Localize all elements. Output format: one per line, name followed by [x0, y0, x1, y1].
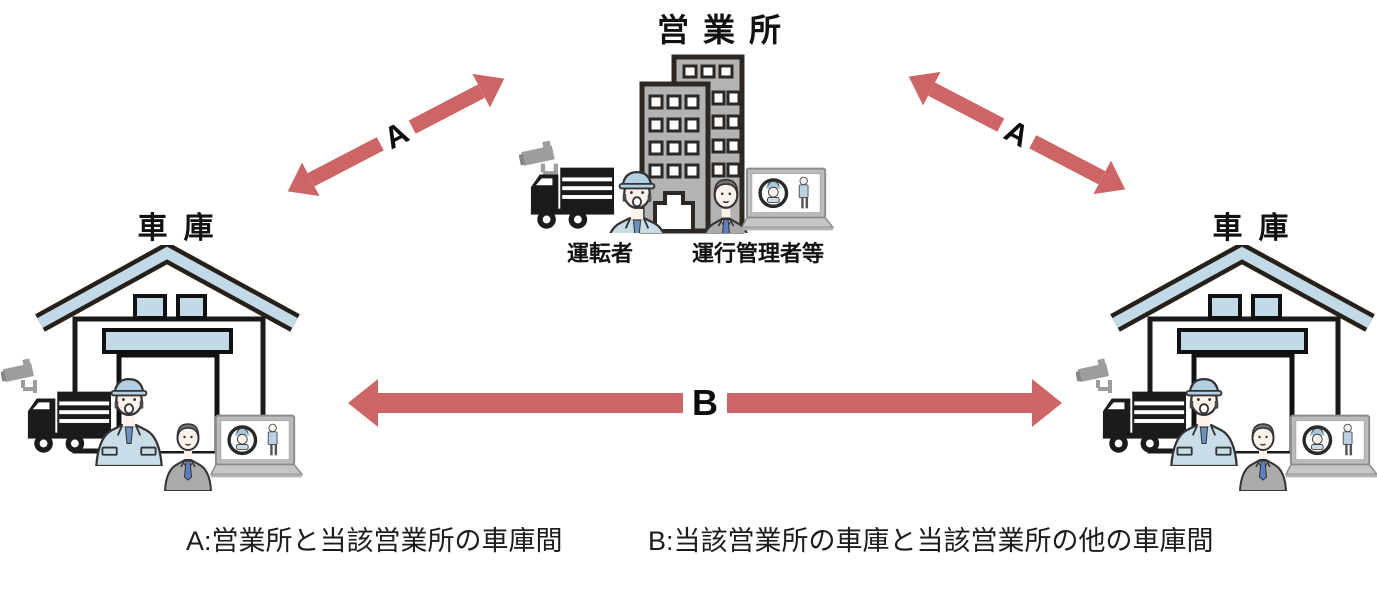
arrowhead-left-icon: [287, 162, 320, 197]
arrow-shaft: [307, 136, 384, 186]
garage-left-group: 車庫: [35, 203, 300, 498]
garage-right-title: 車庫: [1212, 212, 1305, 245]
driver-icon: [601, 167, 673, 233]
laptop-video-call-icon: [1285, 414, 1377, 479]
arrowhead-right-icon: [472, 73, 505, 108]
legend-caption-b: B:当該営業所の車庫と当該営業所の他の車庫間: [648, 526, 1214, 556]
arrow-garage-garage: B: [348, 379, 1062, 427]
legend-caption-a: A:営業所と当該営業所の車庫間: [186, 526, 563, 556]
driver-figure: [601, 167, 673, 233]
driver-icon: [93, 374, 165, 466]
arrow-label-b: B: [692, 382, 718, 423]
arrow-shaft: [408, 84, 485, 134]
arrow-office-right-garage: A: [899, 57, 1136, 209]
arrow-shaft: [1029, 134, 1106, 184]
arrow-shaft: [727, 393, 1032, 413]
arrowhead-left-icon: [348, 379, 378, 427]
laptop-video-call-icon: [210, 414, 303, 479]
driver-label: 運転者: [566, 241, 633, 266]
arrow-office-left-garage: A: [278, 59, 515, 211]
operation-manager-icon: [1238, 415, 1288, 491]
operation-manager-icon: [163, 415, 213, 491]
driver-icon: [1168, 374, 1240, 466]
arrowhead-right-icon: [1093, 160, 1126, 195]
laptop-video-call-icon: [741, 167, 834, 232]
garage-right-group: 車庫: [1110, 203, 1375, 498]
operation-manager-label: 運行管理者等: [691, 241, 824, 266]
arrowhead-left-icon: [908, 71, 941, 106]
arrow-shaft: [928, 82, 1005, 132]
garage-left-title: 車庫: [137, 212, 230, 245]
arrowhead-right-icon: [1032, 379, 1062, 427]
arrow-shaft: [378, 393, 683, 413]
office-title: 営業所: [656, 12, 795, 48]
